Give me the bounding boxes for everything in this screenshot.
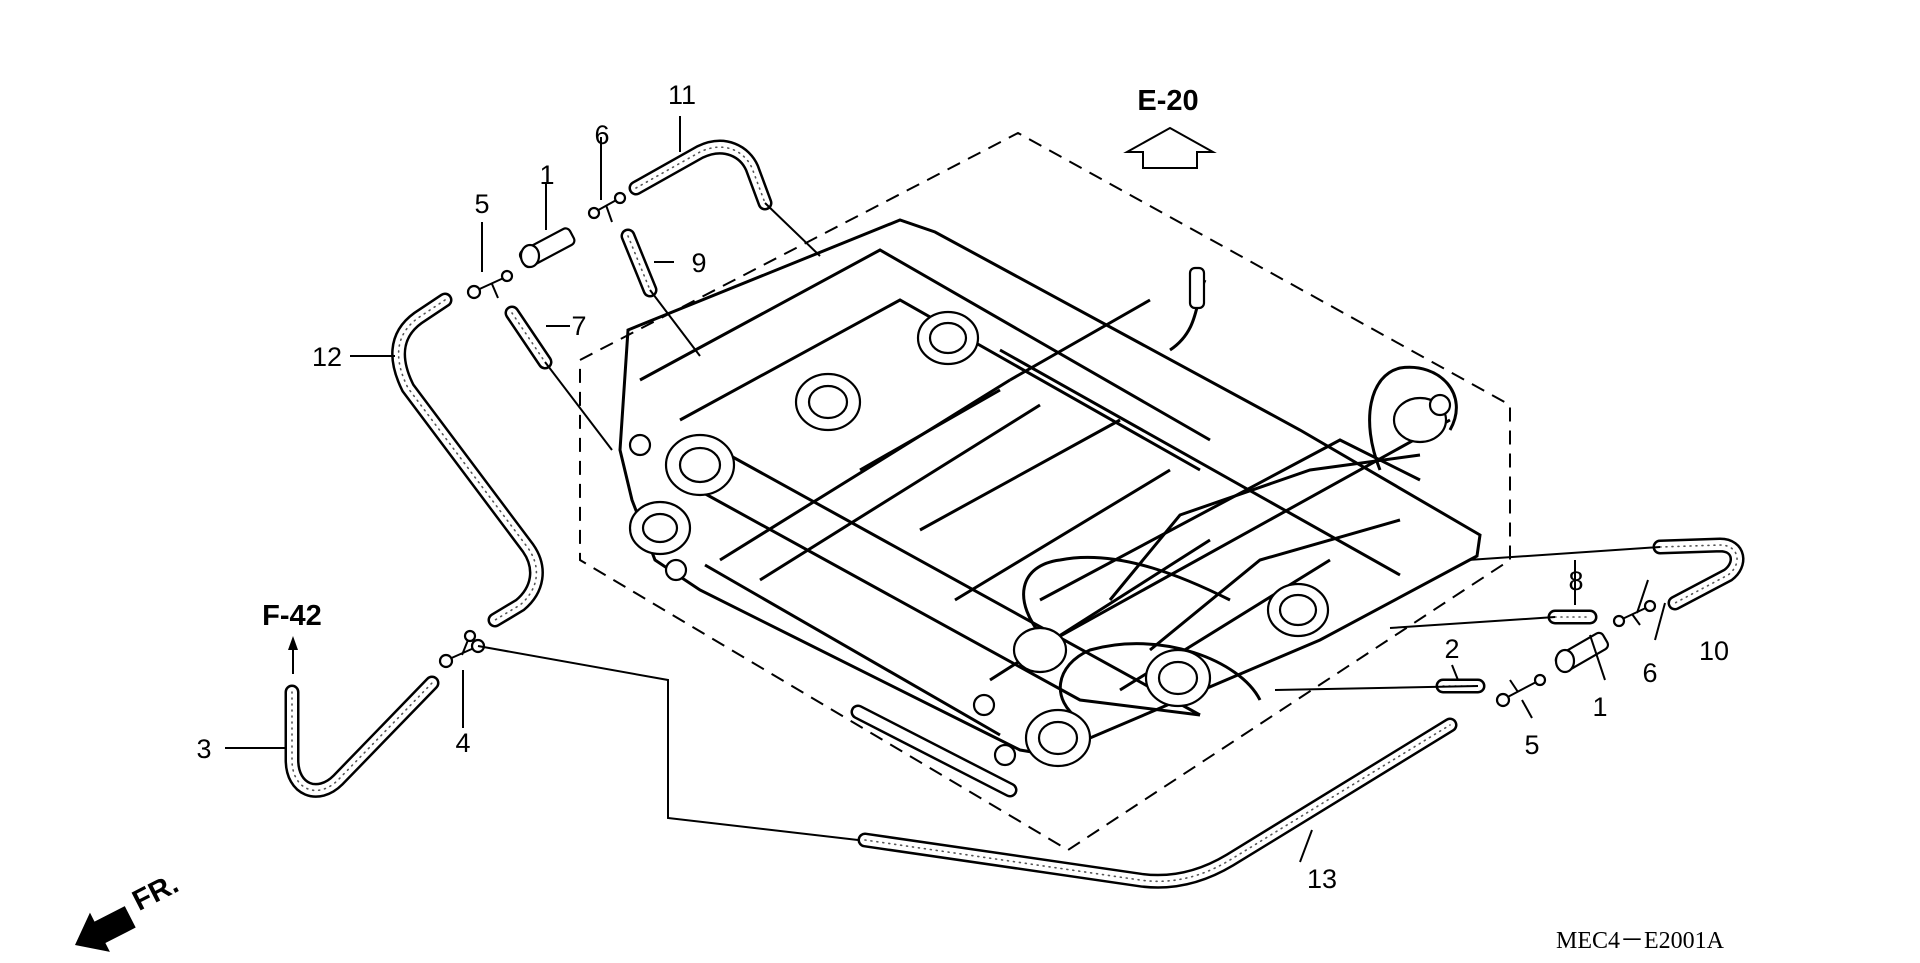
callout-3: 3 — [196, 734, 211, 764]
callout-2: 2 — [1444, 634, 1459, 664]
arrow-up-small-icon — [288, 636, 298, 650]
joint-1-lower — [1554, 631, 1610, 674]
callout-8: 8 — [1568, 566, 1583, 596]
joint-1-upper — [518, 227, 576, 269]
callout-9: 9 — [691, 248, 706, 278]
front-label: FR. — [128, 868, 184, 918]
assembly-boundary — [579, 131, 1511, 852]
arrow-up-icon — [1123, 126, 1217, 169]
tee-5-lower — [1495, 673, 1547, 708]
callout-11: 11 — [668, 80, 696, 110]
front-arrow-icon — [75, 906, 136, 952]
hose-7 — [504, 305, 553, 370]
hose-3 — [284, 675, 440, 798]
hose-11 — [628, 139, 773, 211]
reference-label-f42: F-42 — [262, 600, 322, 632]
reference-label-e20: E-20 — [1137, 85, 1198, 117]
leader-lines — [225, 116, 1666, 863]
hose-12 — [391, 292, 544, 628]
hose-10 — [1652, 537, 1745, 611]
callout-5-upper: 5 — [474, 189, 489, 219]
throttle-body-assembly — [618, 218, 1482, 768]
hose-13 — [850, 704, 1458, 889]
diagram-code: MEC4－E2001A — [1556, 928, 1725, 954]
callout-10: 10 — [1699, 636, 1729, 666]
callout-1-upper: 1 — [539, 160, 554, 190]
callout-4: 4 — [455, 728, 470, 758]
callout-6-upper: 6 — [594, 120, 609, 150]
hose-9 — [620, 228, 658, 298]
joint-4 — [438, 629, 486, 669]
callout-12: 12 — [312, 342, 342, 372]
callout-7: 7 — [571, 311, 586, 341]
callout-6-lower: 6 — [1642, 658, 1657, 688]
joint-6-lower — [1612, 599, 1657, 628]
callout-1-lower: 1 — [1592, 692, 1607, 722]
tee-5-upper — [466, 269, 514, 300]
joint-6-upper — [587, 191, 627, 223]
callout-13: 13 — [1307, 864, 1337, 894]
callout-5-lower: 5 — [1524, 730, 1539, 760]
